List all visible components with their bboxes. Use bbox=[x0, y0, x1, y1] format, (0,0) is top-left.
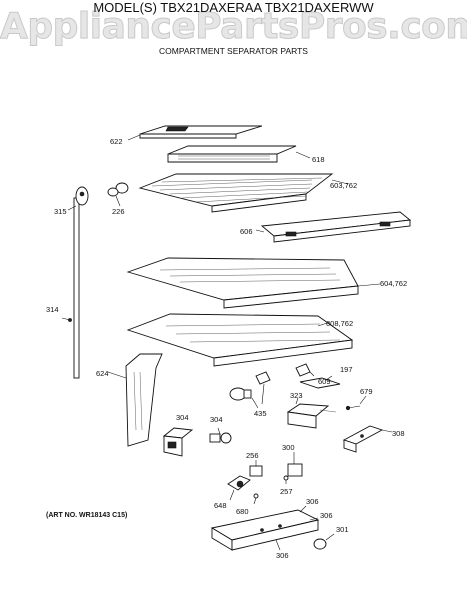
callout-435: 435 bbox=[254, 409, 267, 418]
part-435-bulb bbox=[229, 371, 271, 409]
callout-608: 608,762 bbox=[326, 319, 353, 328]
callout-306a: 306 bbox=[306, 497, 319, 506]
callout-618: 618 bbox=[312, 155, 325, 164]
callout-609: 609 bbox=[318, 377, 331, 386]
part-679-screw bbox=[345, 395, 367, 411]
callout-304b: 304 bbox=[210, 415, 223, 424]
callout-679: 679 bbox=[360, 387, 373, 396]
callout-300: 300 bbox=[282, 443, 295, 452]
part-304-switches bbox=[162, 427, 232, 457]
part-618-bracket bbox=[167, 145, 311, 163]
callout-315: 315 bbox=[54, 207, 67, 216]
callout-257: 257 bbox=[280, 487, 293, 496]
callout-314: 314 bbox=[46, 305, 59, 314]
part-624-panel bbox=[107, 353, 163, 447]
callout-256: 256 bbox=[246, 451, 259, 460]
diagram-subtitle: COMPARTMENT SEPARATOR PARTS bbox=[159, 46, 308, 56]
model-title: MODEL(S) TBX21DAXERAA TBX21DAXERWW bbox=[93, 0, 374, 15]
part-608-separator bbox=[126, 313, 354, 367]
callout-624: 624 bbox=[96, 369, 109, 378]
callout-226: 226 bbox=[112, 207, 125, 216]
part-314-315-rod bbox=[61, 186, 89, 379]
callout-604: 604,762 bbox=[380, 279, 407, 288]
art-number: (ART NO. WR18143 C15) bbox=[46, 512, 128, 519]
part-648-680 bbox=[227, 475, 259, 505]
callout-622: 622 bbox=[110, 137, 123, 146]
part-256-300-257 bbox=[249, 452, 303, 484]
callout-323: 323 bbox=[290, 391, 303, 400]
callout-680: 680 bbox=[236, 507, 249, 516]
callout-304a: 304 bbox=[176, 413, 189, 422]
part-622-cover bbox=[127, 125, 263, 141]
part-609-197 bbox=[295, 363, 341, 389]
part-603-shelf bbox=[138, 173, 349, 213]
callout-648: 648 bbox=[214, 501, 227, 510]
callout-603: 603,762 bbox=[330, 181, 357, 190]
part-308-bracket bbox=[342, 425, 393, 453]
part-606-trim bbox=[255, 211, 412, 243]
callout-308: 308 bbox=[392, 429, 405, 438]
callout-197: 197 bbox=[340, 365, 353, 374]
part-306-housing bbox=[210, 505, 335, 551]
callout-606: 606 bbox=[240, 227, 253, 236]
part-323-housing bbox=[286, 397, 337, 429]
callout-306b: 306 bbox=[320, 511, 333, 520]
callout-306c: 306 bbox=[276, 551, 289, 560]
part-226-clip bbox=[107, 182, 129, 207]
part-604-pan bbox=[126, 257, 381, 309]
callout-301: 301 bbox=[336, 525, 349, 534]
